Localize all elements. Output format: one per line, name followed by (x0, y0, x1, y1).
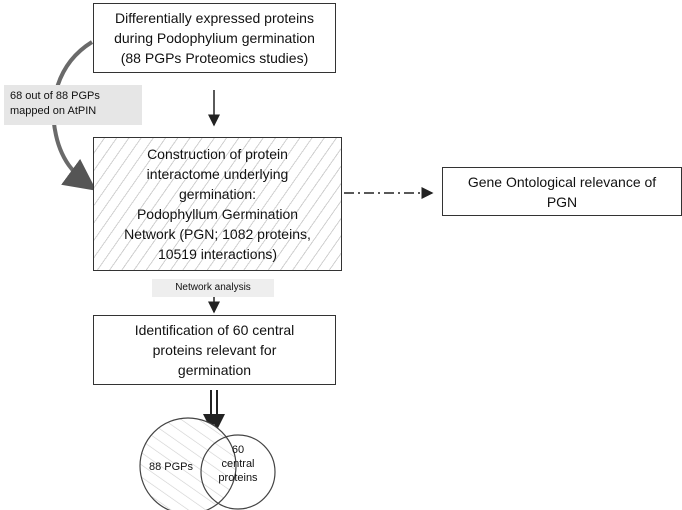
gene-ontology-box: Gene Ontological relevance of PGN (442, 167, 682, 216)
construction-network-box: Construction of protein interactome unde… (93, 137, 342, 271)
differential-proteins-text: Differentially expressed proteins during… (114, 10, 315, 66)
venn-circle-central (200, 434, 276, 510)
gene-ontology-text: Gene Ontological relevance of PGN (467, 173, 657, 210)
venn-central-label: 60 central proteins (218, 444, 258, 484)
differential-proteins-box: Differentially expressed proteins during… (93, 3, 336, 73)
construction-network-text: Construction of protein interactome unde… (124, 146, 311, 262)
mapped-on-atpin-label: 68 out of 88 PGPs mapped on AtPIN (4, 85, 142, 125)
central-proteins-text: Identification of 60 central proteins re… (134, 322, 295, 378)
venn-pgps-label: 88 PGPs (148, 461, 194, 473)
venn-circle-pgps (139, 417, 237, 510)
central-proteins-box: Identification of 60 central proteins re… (93, 315, 336, 385)
curved-mapping-arrow (51, 40, 97, 191)
network-analysis-label: Network analysis (152, 279, 274, 297)
